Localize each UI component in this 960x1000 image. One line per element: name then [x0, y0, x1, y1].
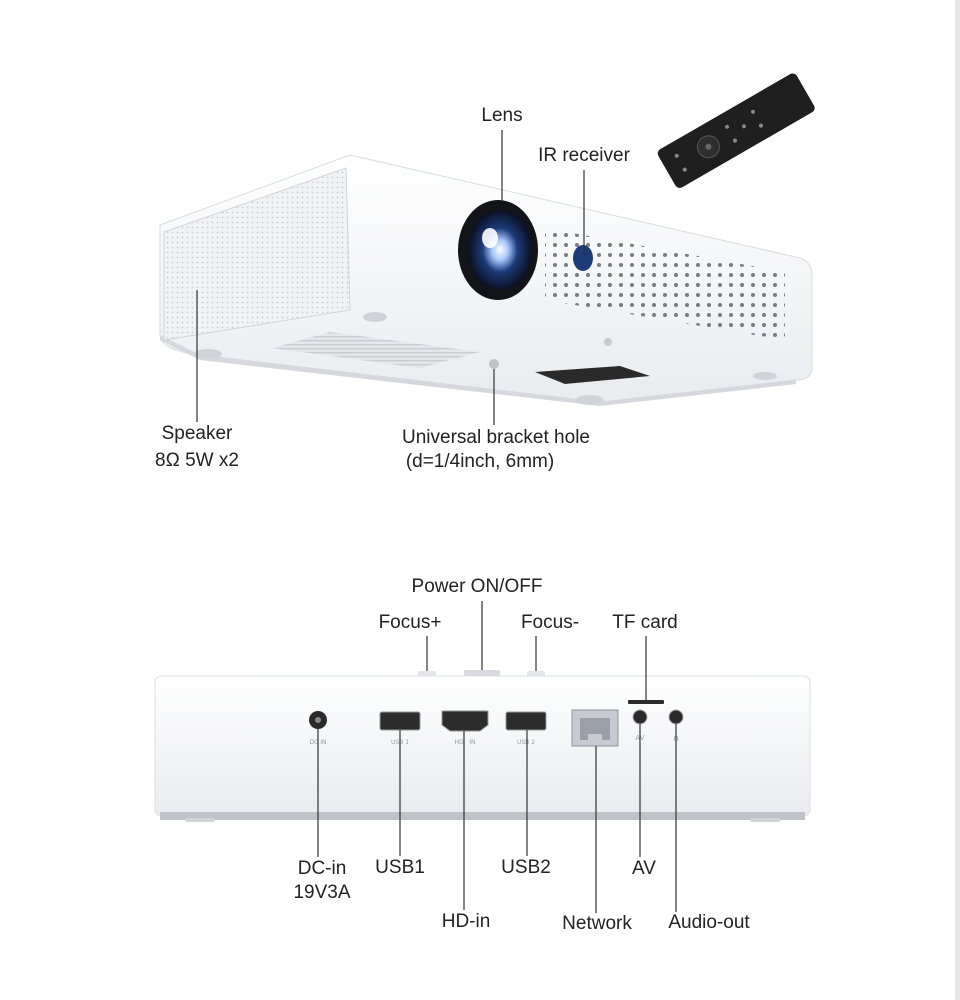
top-leader-lines: [196, 130, 585, 425]
audio-out-port: [668, 709, 684, 725]
foot: [576, 395, 604, 405]
label-bracket-hole: Universal bracket hole: [402, 427, 590, 448]
back-panel: [154, 675, 811, 817]
mark-usb2: USB 2: [517, 739, 535, 746]
focus-minus-button: [527, 671, 545, 676]
rating-label: [535, 366, 650, 384]
page-edge: [955, 0, 960, 1000]
tf-card-slot: [628, 700, 664, 704]
label-usb1: USB1: [375, 857, 425, 878]
projector-front-view: [159, 154, 813, 406]
label-speaker-spec: 8Ω 5W x2: [155, 450, 239, 471]
bracket-hole: [489, 359, 499, 369]
foot: [194, 349, 222, 359]
usb1-port: [379, 711, 421, 731]
label-audio-out: Audio-out: [668, 912, 750, 933]
side-vent-holes: [545, 228, 785, 340]
projector-back-view: ∩ DC IN USB 1 HD IN USB 2 AV: [154, 670, 811, 822]
mark-hd: HD IN: [454, 739, 475, 746]
hd-in-port: [441, 710, 489, 732]
back-leader-lines: [317, 601, 677, 913]
power-button: [464, 670, 500, 676]
label-speaker: Speaker: [161, 423, 233, 444]
label-network: Network: [562, 913, 632, 934]
lens: [458, 200, 538, 300]
screw: [604, 338, 612, 346]
label-power: Power ON/OFF: [411, 576, 543, 597]
focus-plus-button: [418, 671, 436, 676]
label-lens: Lens: [481, 105, 523, 126]
speaker-grill: [163, 167, 351, 341]
remote-control: [657, 73, 815, 188]
foot: [363, 312, 387, 322]
bottom-vent: [272, 332, 480, 368]
foot: [753, 372, 777, 380]
label-bracket-hole-spec: (d=1/4inch, 6mm): [405, 451, 555, 472]
projector-bottom-plate: [160, 335, 796, 406]
label-focus-plus: Focus+: [378, 612, 442, 633]
back-base: [160, 812, 805, 820]
usb2-port: [505, 711, 547, 731]
label-av: AV: [632, 858, 656, 879]
ir-receiver-window: [573, 245, 593, 271]
label-dc-in: DC-in: [297, 858, 347, 879]
network-port: [571, 709, 619, 747]
label-ir-receiver: IR receiver: [538, 145, 630, 166]
label-focus-minus: Focus-: [520, 612, 580, 633]
av-port: [632, 709, 648, 725]
label-usb2: USB2: [501, 857, 551, 878]
label-tf-card: TF card: [612, 612, 678, 633]
label-dc-in-spec: 19V3A: [293, 882, 351, 903]
label-hd-in: HD-in: [441, 911, 491, 932]
